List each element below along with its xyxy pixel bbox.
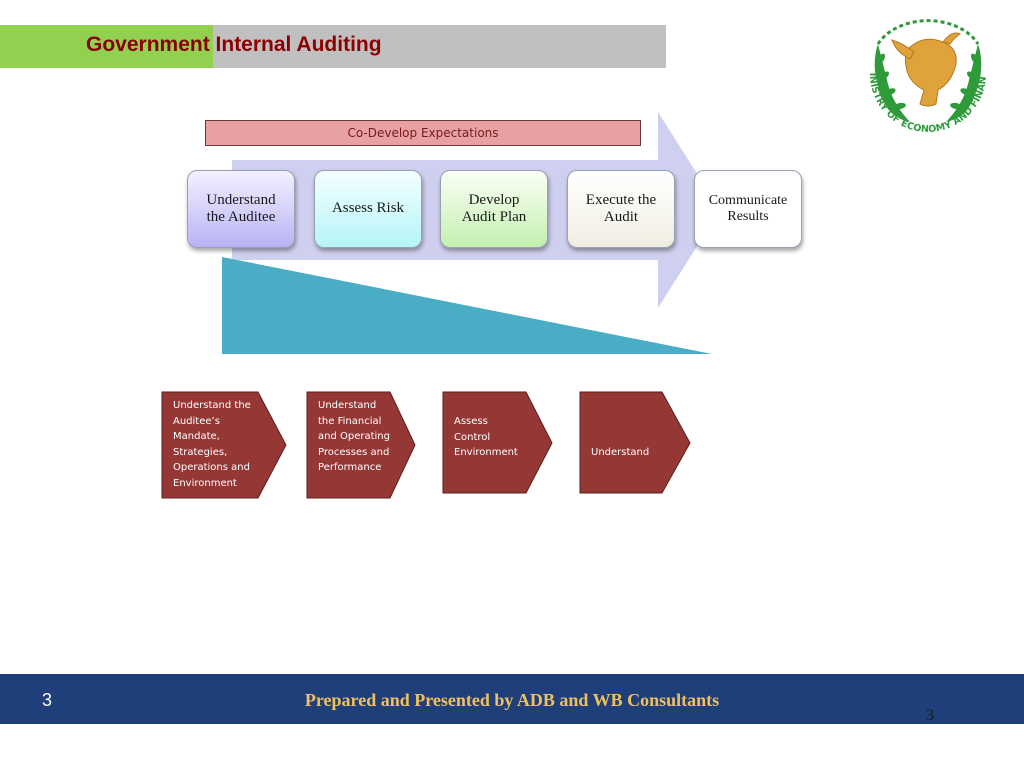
ministry-seal-logo: MINISTRY OF ECONOMY AND FINANCE [848, 4, 989, 135]
sub-process-line: the Financial [318, 415, 382, 427]
step-label-line: Audit Plan [461, 209, 527, 225]
footer-credit: Prepared and Presented by ADB and WB Con… [304, 690, 720, 710]
step-communicate-results: Communicate Results [694, 170, 802, 248]
page-number-right: 3 [926, 707, 934, 724]
step-label-line: Develop [468, 191, 520, 208]
sub-process-line: Processes and [318, 446, 390, 458]
step-label-line: Communicate [708, 192, 788, 208]
step-label-line: Audit [603, 209, 639, 225]
step-label-line: Execute the [585, 191, 657, 208]
wreath-icon [874, 44, 982, 122]
step-develop-audit-plan: Develop Audit Plan [440, 170, 548, 248]
sub-process-line: Strategies, [173, 446, 228, 458]
emphasis-wedge [222, 257, 712, 354]
co-develop-expectations-box: Co-Develop Expectations [205, 120, 641, 146]
sub-process-chevron-1 [161, 391, 287, 499]
sub-process-label-1: Understand the Auditee’s Mandate, Strate… [173, 398, 251, 491]
sub-process-line: Understand the [173, 400, 251, 411]
sub-process-label-2: Understand the Financial and Operating P… [318, 398, 390, 476]
step-execute-audit: Execute the Audit [567, 170, 675, 248]
sub-process-line: Environment [173, 477, 237, 489]
title-accent [0, 25, 213, 68]
sub-process-line: Performance [318, 462, 382, 473]
sub-process-chevron-4 [579, 391, 691, 494]
page-number: 3 [42, 690, 53, 710]
step-label-line: Results [727, 209, 769, 224]
step-label-line: Understand [206, 191, 276, 208]
sub-process-line: Operational [591, 540, 650, 551]
sub-process-line: and Operating [318, 431, 390, 442]
sub-process-chevron-2 [306, 391, 416, 499]
sub-process-line: Mandate, [173, 431, 220, 442]
title-bar: Government Internal Auditing [0, 25, 666, 68]
sub-process-line: the Relevant [591, 493, 665, 505]
sub-process-line: Understand [318, 400, 377, 411]
hamsa-bird-icon [891, 32, 961, 107]
sub-process-chevron-3 [442, 391, 553, 494]
step-label-line: the Auditee [206, 209, 276, 225]
sub-process-line: Processes [591, 586, 641, 598]
sub-process-line: Understand [591, 447, 650, 458]
step-assess-risk: Assess Risk [314, 170, 422, 248]
page-title: Government Internal Auditing [86, 33, 382, 56]
step-understand-auditee: Understand the Auditee [187, 170, 295, 248]
sub-process-line: Environment [454, 447, 518, 458]
footer-bar: 3 Prepared and Presented by ADB and WB C… [0, 674, 1024, 724]
step-label-line: Assess Risk [331, 200, 405, 217]
sub-process-label-4: Understand the Relevant Operational Proc… [591, 414, 664, 616]
sub-process-line: Operations and [173, 462, 250, 473]
sub-process-label-3: Assess Control Environment [454, 414, 518, 461]
sub-process-line: Assess [454, 416, 488, 427]
sub-process-line: Auditee’s [173, 415, 220, 427]
audit-process-diagram [161, 112, 720, 499]
sub-process-line: Control [454, 431, 491, 443]
